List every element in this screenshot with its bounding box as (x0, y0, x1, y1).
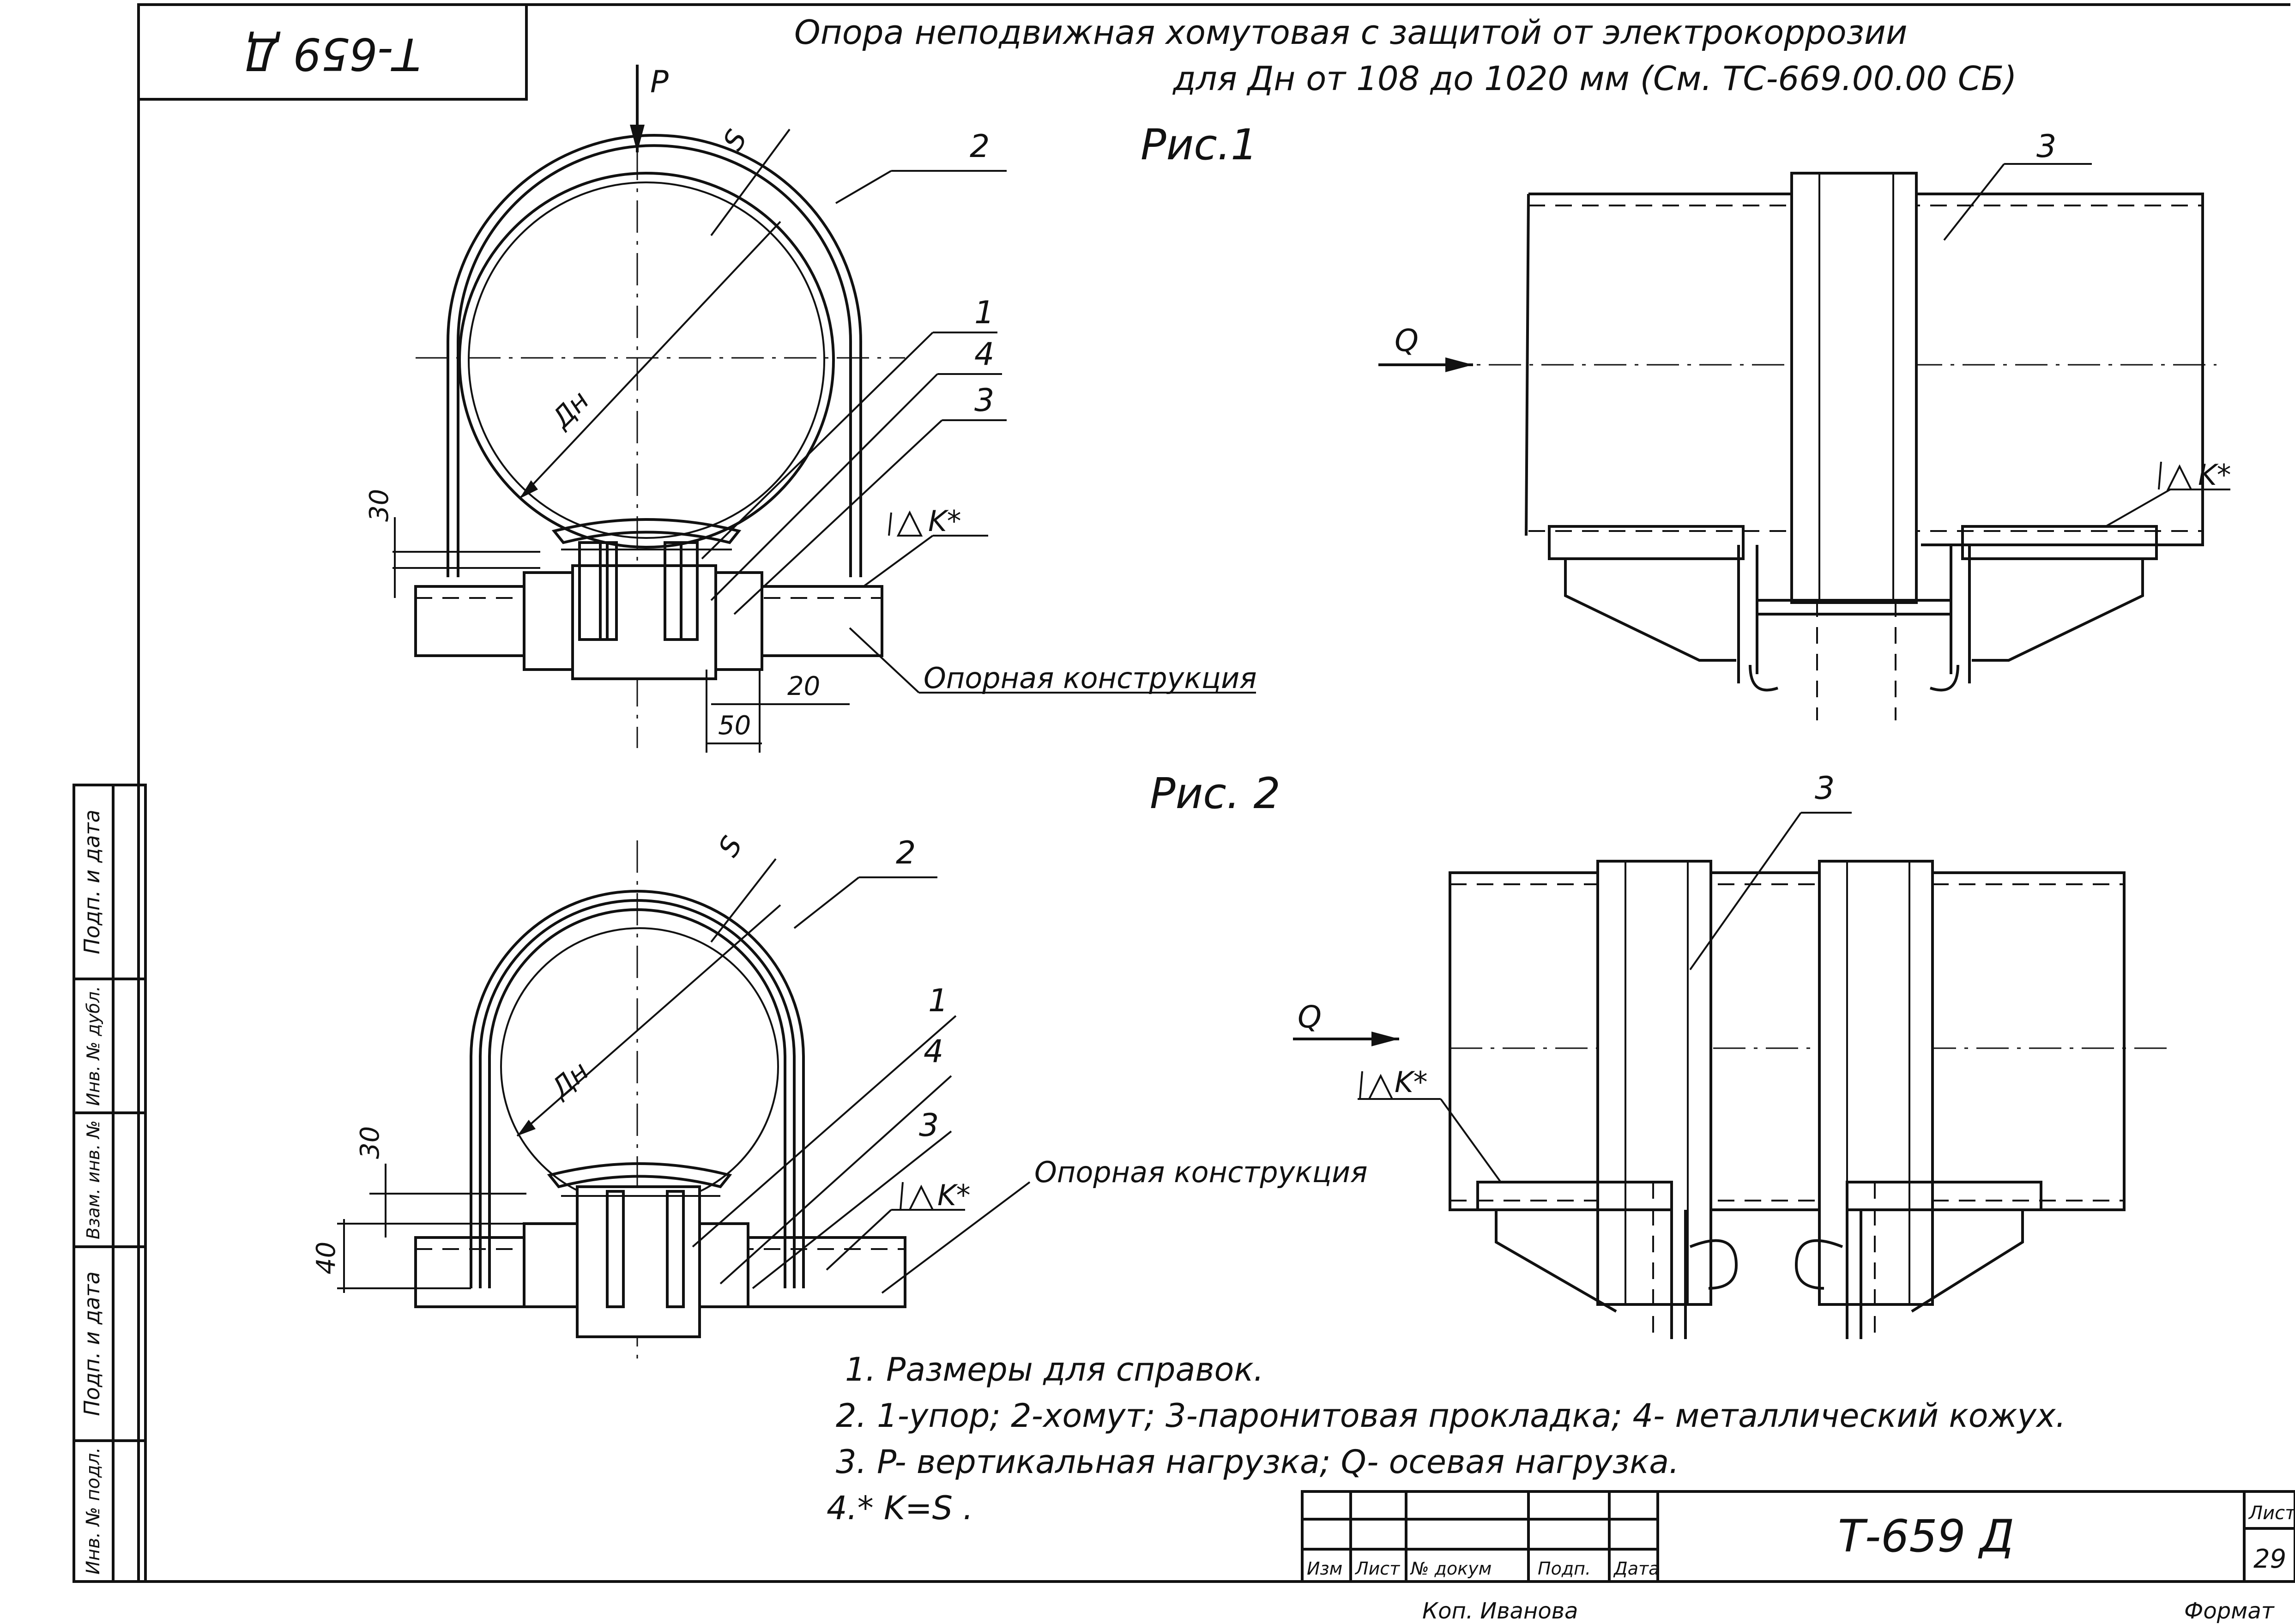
fig1-callout-2: 2 (970, 128, 990, 165)
fig2-label-q: Q (1298, 999, 1322, 1035)
fig1-callout-3: 3 (974, 382, 994, 419)
fig2-side-view: Q 3 K* (1293, 770, 2170, 1339)
fig2-label: Рис. 2 (1150, 769, 1280, 818)
fig2-dim-40: 40 (311, 1242, 341, 1274)
side-stamp: Подп. и дата Инв. № дубл. Взам. инв. № П… (72, 784, 147, 1583)
fig1-dim-50: 50 (718, 711, 751, 741)
side-stamp-5: Инв. № подл. (83, 1447, 104, 1575)
fig2-support-label: Опорная конструкция (1034, 1155, 1368, 1189)
fig2-label-dn: Дн (544, 1055, 595, 1105)
fig2-label-s: S (712, 831, 749, 863)
stamp-box: Т-659 Д (137, 3, 528, 101)
fig2-weld-label: K* (937, 1178, 971, 1212)
note-4: 4.* K=S . (827, 1489, 973, 1527)
fig1-callout-1: 1 (974, 295, 994, 331)
fig2-dim-30: 30 (355, 1126, 385, 1159)
fig2-side-callout-3: 3 (1815, 770, 1835, 807)
title-block-list: Лист (1354, 1558, 1401, 1579)
title-block-doc: № докум (1410, 1558, 1492, 1579)
fig1-label-q: Q (1395, 323, 1419, 358)
fig1-side-callout-3: 3 (2036, 128, 2056, 165)
note-1: 1. Размеры для справок. (845, 1351, 1264, 1389)
fig2-callout-4: 4 (924, 1033, 943, 1070)
fig1-side-weld-label: K* (2198, 458, 2231, 492)
side-stamp-4: Подп. и дата (79, 1271, 104, 1416)
notes: 1. Размеры для справок. 2. 1-упор; 2-хом… (827, 1351, 2066, 1527)
title-block-sheet-number: 29 (2253, 1544, 2286, 1574)
fig2-side-weld-label: K* (1395, 1065, 1428, 1099)
side-stamp-2: Инв. № дубл. (83, 986, 103, 1106)
title-block-izm: Изм (1307, 1558, 1342, 1579)
side-stamp-1: Подп. и дата (79, 809, 104, 954)
drawing-title-line2: для Дн от 108 до 1020 мм (См. ТС-669.00.… (1172, 59, 2017, 98)
fig1-dim-20: 20 (787, 671, 820, 701)
title-block-sign: Подп. (1538, 1558, 1591, 1579)
title-block-date: Дата (1613, 1558, 1659, 1579)
title-block-sheet-label: Лист (2248, 1503, 2295, 1524)
fig1-label-p: P (650, 64, 669, 100)
title-block-code: Т-659 Д (1838, 1510, 2014, 1562)
fig2-callout-2: 2 (896, 835, 916, 871)
fig1-callout-4: 4 (974, 336, 994, 373)
fig1-side-view: Q 3 K* (1378, 128, 2231, 720)
title-block-format: Формат (2184, 1598, 2275, 1624)
side-stamp-3: Взам. инв. № (83, 1120, 103, 1239)
note-3: 3. P- вертикальная нагрузка; Q- осевая н… (836, 1443, 1679, 1481)
title-block: Изм Лист № докум Подп. Дата Т-659 Д Лист… (1301, 1490, 2295, 1624)
drawing-title-line1: Опора неподвижная хомутовая с защитой от… (794, 13, 1908, 52)
fig1-weld-label: K* (928, 504, 961, 538)
note-2: 2. 1-упор; 2-хомут; 3-паронитовая прокла… (836, 1397, 2066, 1435)
fig2-callout-3: 3 (919, 1107, 939, 1144)
fig1-cross-section: P Дн S 30 (364, 64, 1257, 753)
title-block-copied: Коп. Иванова (1422, 1598, 1578, 1624)
fig2-cross-section: Дн S 30 40 2 1 4 3 K (311, 831, 1368, 1367)
fig2-callout-1: 1 (928, 983, 948, 1019)
fig1-support-label: Опорная конструкция (924, 661, 1257, 695)
stamp-code: Т-659 Д (244, 28, 421, 80)
fig1-label: Рис.1 (1141, 120, 1258, 169)
fig1-dim-30: 30 (364, 489, 394, 522)
